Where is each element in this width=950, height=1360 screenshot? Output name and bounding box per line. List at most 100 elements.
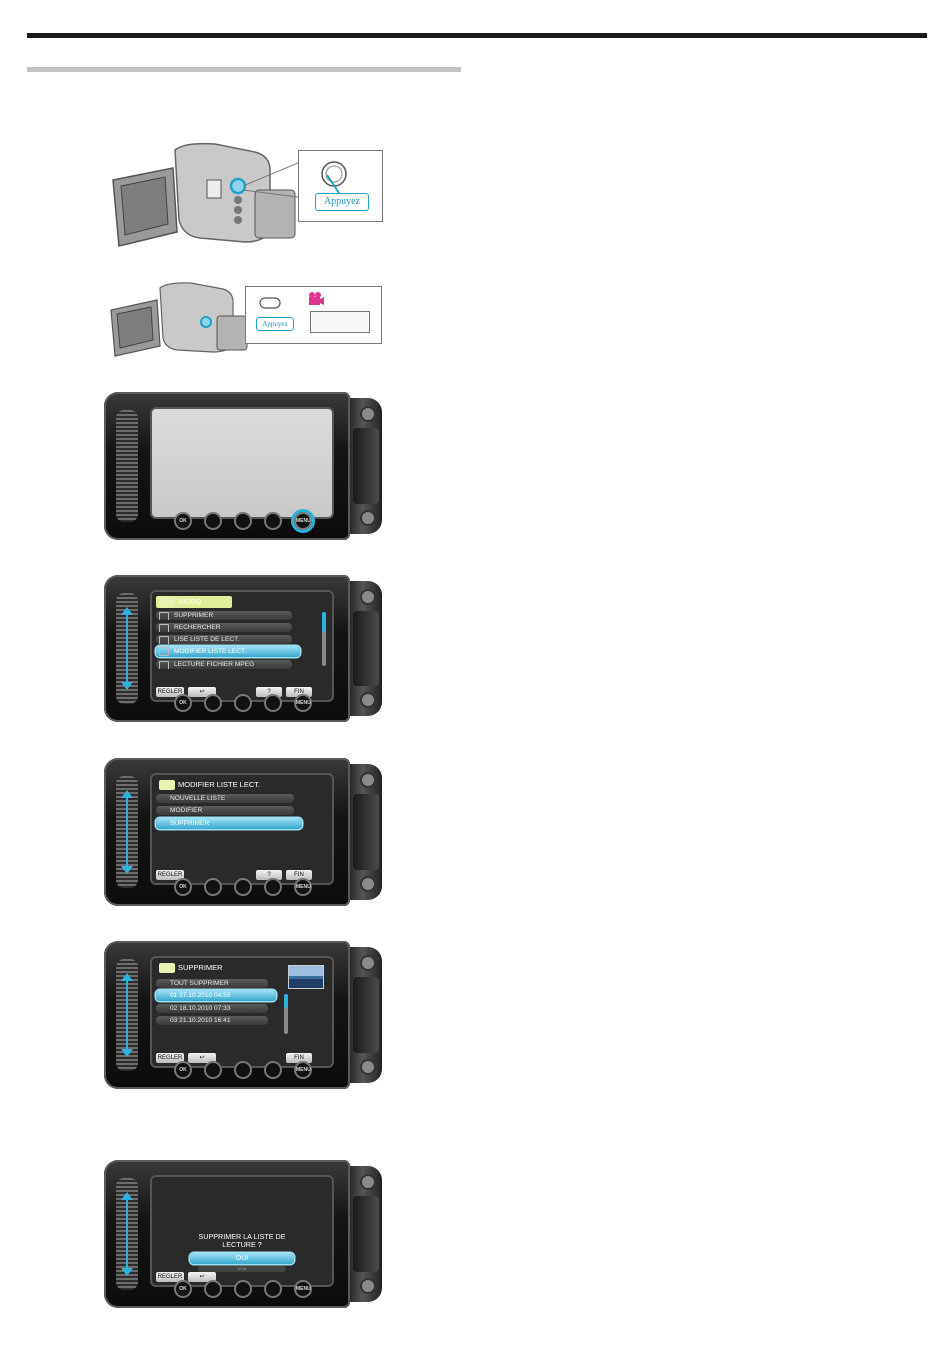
- mode-button-icon: [259, 297, 281, 309]
- mode-panel: [310, 311, 370, 333]
- video-icon: [159, 780, 175, 790]
- camcorder-icon: [110, 282, 248, 357]
- section-rule: [27, 67, 461, 72]
- slide-arrow-icon: [121, 1192, 133, 1276]
- menu-button[interactable]: MENU: [294, 694, 312, 712]
- scrollbar[interactable]: [322, 612, 326, 666]
- menu-item-playlist[interactable]: LISE LISTE DE LECT.: [156, 635, 292, 644]
- lcd-panel-video-menu: VIDEO SUPPRIMER RECHERCHER LISE LISTE DE…: [104, 575, 382, 722]
- set-button[interactable]: REGLER: [156, 687, 184, 697]
- help-button[interactable]: ?: [256, 687, 282, 697]
- hw-button-2[interactable]: [204, 1280, 222, 1298]
- slide-arrow-icon: [121, 790, 133, 874]
- hw-button-4[interactable]: [264, 1280, 282, 1298]
- touch-sensor[interactable]: [116, 410, 138, 522]
- set-button[interactable]: REGLER: [156, 870, 184, 880]
- video-icon: [159, 963, 175, 973]
- camcorder-illustration-2: Appuyez: [105, 280, 385, 360]
- playlist-entry-2[interactable]: 02 18.10.2010 07:33: [156, 1004, 268, 1013]
- confirm-question: SUPPRIMER LA LISTE DE LECTURE ?: [198, 1232, 286, 1249]
- hinge: [350, 947, 382, 1083]
- menu-item-new-list[interactable]: NOUVELLE LISTE: [156, 794, 294, 803]
- menu-item-mpeg[interactable]: LECTURE FICHIER MPEG: [156, 660, 292, 669]
- ok-button[interactable]: OK: [174, 1280, 192, 1298]
- lcd-screen: [150, 407, 334, 519]
- hardware-buttons: OK MENU: [174, 1280, 324, 1298]
- help-button[interactable]: ?: [256, 870, 282, 880]
- hw-button-3[interactable]: [234, 512, 252, 530]
- search-icon: [159, 624, 169, 632]
- callout-box-1: Appuyez: [298, 150, 383, 222]
- menu-title: VIDEO: [156, 596, 232, 608]
- ok-button[interactable]: OK: [174, 512, 192, 530]
- mpeg-icon: [159, 661, 169, 669]
- playlist-icon: [159, 636, 169, 644]
- press-label: Appuyez: [315, 193, 369, 211]
- hw-button-4[interactable]: [264, 512, 282, 530]
- ok-button[interactable]: OK: [174, 1061, 192, 1079]
- edit-playlist-icon: [159, 647, 169, 656]
- menu-item-rechercher[interactable]: RECHERCHER: [156, 623, 292, 632]
- hardware-buttons: OK MENU: [174, 694, 324, 712]
- lcd-screen: VIDEO SUPPRIMER RECHERCHER LISE LISTE DE…: [150, 590, 334, 702]
- lcd-screen: MODIFIER LISTE LECT. NOUVELLE LISTE MODI…: [150, 773, 334, 885]
- no-button[interactable]: NON: [198, 1266, 286, 1272]
- hw-button-4[interactable]: [264, 878, 282, 896]
- back-button[interactable]: ↩: [188, 687, 216, 697]
- hw-button-2[interactable]: [204, 1061, 222, 1079]
- menu-item-edit-playlist[interactable]: MODIFIER LISTE LECT.: [156, 646, 300, 657]
- end-button[interactable]: FIN: [286, 1053, 312, 1063]
- playlist-entry-3[interactable]: 03 21.10.2010 16:41: [156, 1016, 268, 1025]
- ok-button[interactable]: OK: [174, 694, 192, 712]
- hinge: [350, 1166, 382, 1302]
- hardware-buttons: OK MENU: [174, 1061, 324, 1079]
- yes-button[interactable]: OUI: [190, 1253, 294, 1264]
- video-thumbnail: [288, 965, 324, 989]
- hw-button-2[interactable]: [204, 694, 222, 712]
- hw-button-3[interactable]: [234, 878, 252, 896]
- menu-item-delete-all[interactable]: TOUT SUPPRIMER: [156, 979, 268, 988]
- slide-arrow-icon: [121, 607, 133, 690]
- trash-icon: [159, 612, 169, 620]
- hardware-buttons: OK MENU: [174, 512, 324, 530]
- hw-button-3[interactable]: [234, 694, 252, 712]
- set-button[interactable]: REGLER: [156, 1053, 184, 1063]
- end-button[interactable]: FIN: [286, 870, 312, 880]
- back-button[interactable]: ↩: [188, 1272, 216, 1282]
- callout-line: [243, 160, 305, 199]
- callout-box-2: Appuyez: [245, 286, 382, 344]
- menu-item-edit[interactable]: MODIFIER: [156, 806, 294, 815]
- end-button[interactable]: FIN: [286, 687, 312, 697]
- menu-title: MODIFIER LISTE LECT.: [156, 779, 266, 791]
- hw-button-3[interactable]: [234, 1061, 252, 1079]
- lcd-screen: SUPPRIMER LA LISTE DE LECTURE ? OUI NON …: [150, 1175, 334, 1287]
- hinge: [350, 398, 382, 534]
- hw-button-2[interactable]: [204, 878, 222, 896]
- press-label: Appuyez: [256, 317, 294, 331]
- video-icon: [159, 597, 175, 607]
- slide-arrow-icon: [121, 973, 133, 1057]
- lcd-panel-delete-list: SUPPRIMER TOUT SUPPRIMER 01 17.10.2010 0…: [104, 941, 382, 1089]
- lcd-panel-confirm: SUPPRIMER LA LISTE DE LECTURE ? OUI NON …: [104, 1160, 382, 1308]
- menu-button[interactable]: MENU: [294, 878, 312, 896]
- menu-item-supprimer[interactable]: SUPPRIMER: [156, 611, 292, 620]
- lcd-panel-menu-press: OK MENU: [104, 392, 382, 540]
- scrollbar[interactable]: [284, 994, 288, 1034]
- ok-button[interactable]: OK: [174, 878, 192, 896]
- menu-item-delete[interactable]: SUPPRIMER: [156, 818, 302, 829]
- hardware-buttons: OK MENU: [174, 878, 324, 896]
- menu-button[interactable]: MENU: [294, 1280, 312, 1298]
- menu-title: SUPPRIMER: [156, 962, 229, 974]
- playlist-entry-1[interactable]: 01 17.10.2010 04:55: [156, 990, 276, 1001]
- menu-button[interactable]: MENU: [294, 1061, 312, 1079]
- set-button[interactable]: REGLER: [156, 1272, 184, 1282]
- hw-button-4[interactable]: [264, 694, 282, 712]
- lcd-panel-playlist-menu: MODIFIER LISTE LECT. NOUVELLE LISTE MODI…: [104, 758, 382, 906]
- pointer-arrow-icon: [326, 174, 340, 194]
- back-button[interactable]: ↩: [188, 1053, 216, 1063]
- lcd-screen: SUPPRIMER TOUT SUPPRIMER 01 17.10.2010 0…: [150, 956, 334, 1068]
- menu-button[interactable]: MENU: [294, 512, 312, 530]
- hw-button-2[interactable]: [204, 512, 222, 530]
- hw-button-4[interactable]: [264, 1061, 282, 1079]
- hw-button-3[interactable]: [234, 1280, 252, 1298]
